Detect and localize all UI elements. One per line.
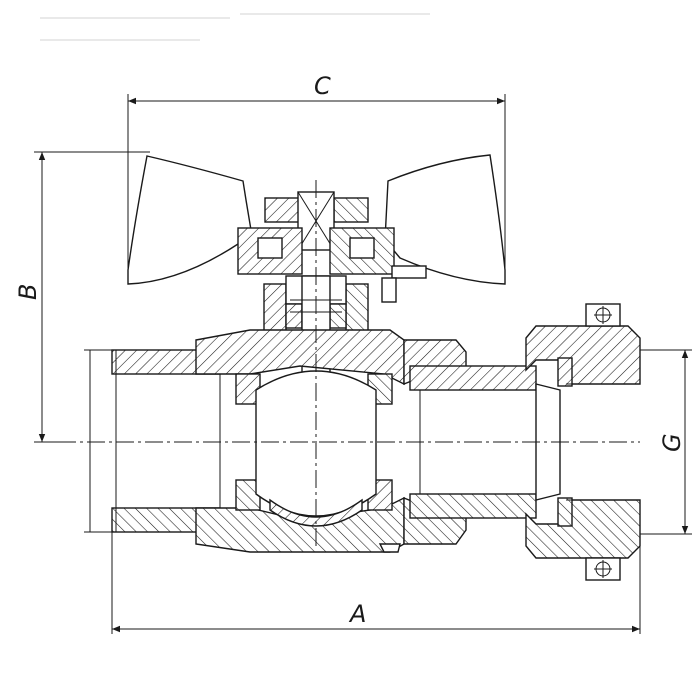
- stop-tab: [381, 265, 427, 303]
- butterfly-handle: [127, 154, 506, 285]
- dimension-label-a: A: [348, 600, 366, 628]
- dimension-label-g: G: [658, 433, 686, 452]
- dimension-label-b: B: [14, 284, 42, 300]
- left-end-extension: [84, 349, 112, 533]
- valve-body: [111, 329, 537, 553]
- center-lines: [58, 180, 640, 548]
- dimension-b: B: [14, 151, 150, 443]
- dimension-label-c: C: [314, 72, 331, 100]
- union-nut: [525, 303, 641, 581]
- dimension-a: A: [111, 532, 641, 634]
- dimension-c: C: [127, 72, 506, 270]
- faint-header-marks: [40, 13, 430, 41]
- dimension-g: G: [640, 349, 692, 535]
